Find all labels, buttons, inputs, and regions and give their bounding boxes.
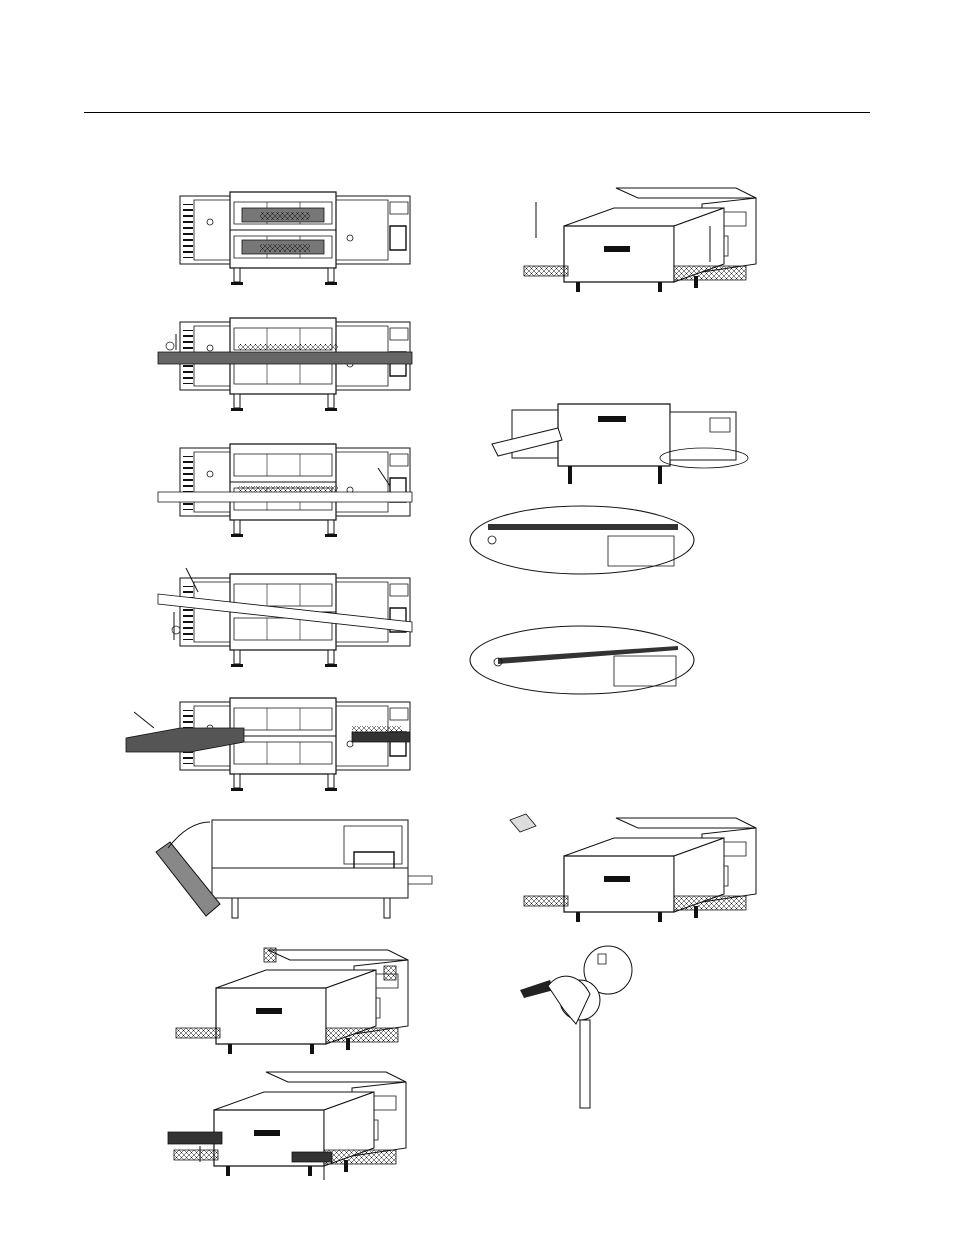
figure-l1	[180, 196, 412, 290]
figure-r5	[504, 810, 764, 922]
oven-front-conveyor-tilt-icon	[158, 568, 412, 672]
detail-bracket-tilted-icon	[468, 626, 698, 698]
figure-l7	[176, 948, 412, 1056]
figure-l4	[158, 568, 412, 672]
figure-r2	[488, 400, 748, 496]
detail-bracket-level-icon	[468, 506, 698, 578]
header-rule	[84, 112, 870, 113]
oven-iso-crumb-trays-icon	[164, 1070, 412, 1186]
figure-l6	[148, 812, 438, 930]
figure-l5	[124, 698, 414, 794]
figure-r3	[468, 506, 698, 578]
oven-iso-end-plugs-icon	[176, 948, 412, 1056]
oven-iso-complete-icon	[504, 810, 764, 922]
figure-l2	[158, 322, 412, 416]
figure-r1	[524, 186, 764, 296]
oven-side-shelf-icon	[488, 400, 748, 496]
oven-front-conveyor-seated-icon	[158, 448, 412, 542]
oven-front-extension-tray-icon	[124, 698, 414, 794]
figure-l3	[158, 448, 412, 542]
oven-iso-trays-install-icon	[524, 186, 764, 296]
figure-r4	[468, 626, 698, 698]
oven-front-belt-splice-icon	[180, 196, 412, 290]
figure-l8	[164, 1070, 412, 1186]
power-switch-hand-icon	[520, 940, 640, 1112]
end-panel-install-icon	[148, 812, 438, 930]
figure-r6	[520, 940, 640, 1112]
oven-front-conveyor-insert-icon	[158, 322, 412, 416]
